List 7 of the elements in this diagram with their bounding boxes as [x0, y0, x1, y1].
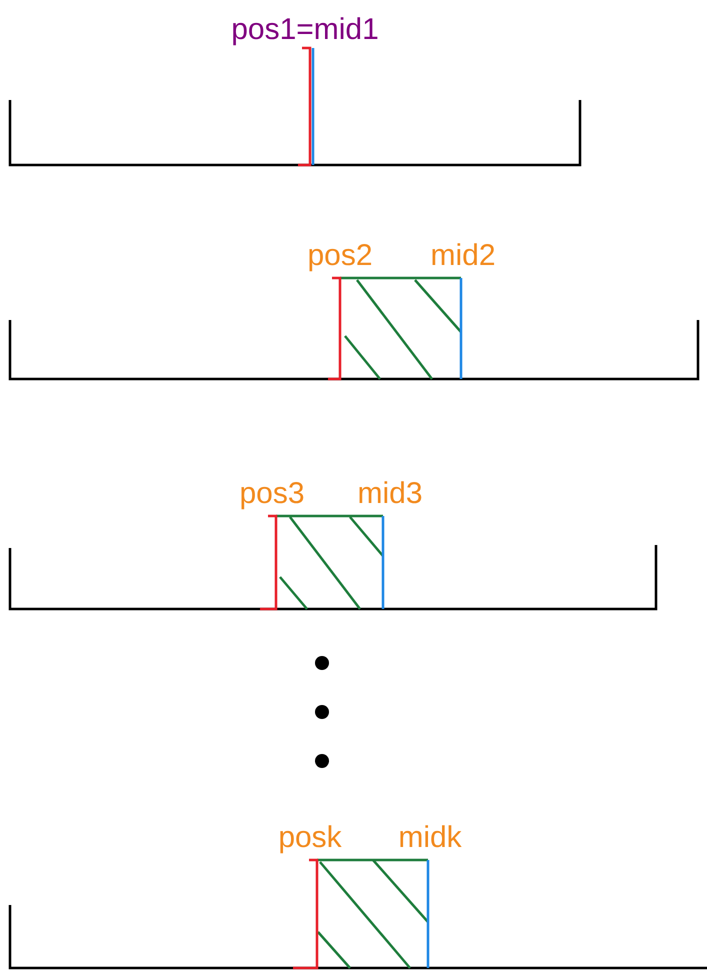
pointer-label: pos2 [307, 239, 373, 273]
pointer-label: pos1=mid1 [231, 13, 379, 47]
pointer-label: pos3 [239, 477, 305, 511]
pointer-label: midk [398, 821, 462, 855]
pointer-label: mid3 [357, 477, 423, 511]
pointer-label: posk [278, 821, 342, 855]
pointer-label: mid2 [430, 239, 496, 273]
